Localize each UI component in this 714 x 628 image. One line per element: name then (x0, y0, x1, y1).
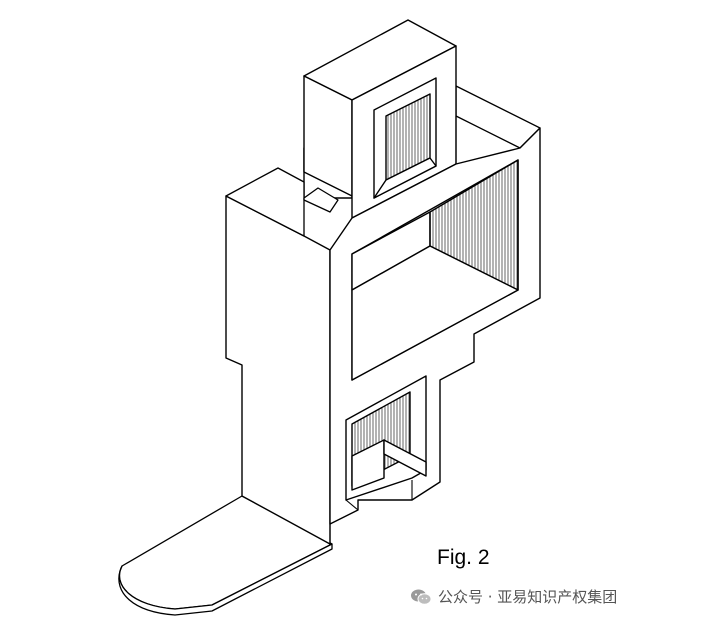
watermark-text: 公众号 · 亚易知识产权集团 (438, 588, 618, 606)
head-block (303, 19, 457, 219)
wechat-icon (411, 589, 432, 605)
detail-lines (329, 116, 457, 544)
figure-label: Fig. 2 (437, 546, 490, 569)
watermark: 公众号 · 亚易知识产权集团 (410, 586, 617, 607)
torso-front (329, 127, 541, 525)
foot-plate (118, 495, 333, 616)
